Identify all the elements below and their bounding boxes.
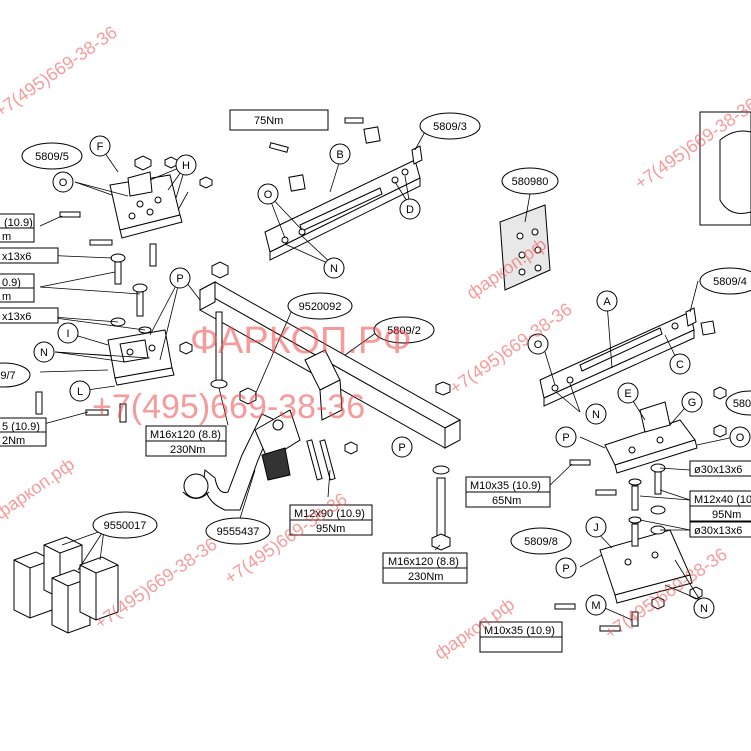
center-m16-torque-text: 230Nm (170, 444, 205, 456)
callout-b: B (336, 149, 343, 161)
callout-h: H (182, 160, 190, 172)
callout-o-right: O (534, 339, 543, 351)
right-m12-torque-text: 95Nm (712, 509, 741, 521)
callout-a: A (603, 296, 611, 308)
callout-o-far-right: O (736, 432, 745, 444)
callout-m: M (591, 600, 600, 612)
left-m10-b-torque-text: 2Nm (2, 435, 25, 447)
callout-d: D (406, 204, 414, 216)
callout-p-right: P (562, 432, 569, 444)
callout-j: J (593, 522, 599, 534)
callout-i: I (66, 328, 69, 340)
right-washer-1-text: ø30x13x6 (694, 464, 742, 476)
watermark-phone: +7(495)669-38-36 (92, 388, 365, 426)
bracket-5809-3 (264, 117, 423, 261)
part-number-labels: 5809/5 5809/3 580980 5809/4 9520092 5809… (0, 112, 751, 555)
part-5809-2: 5809/2 (387, 325, 421, 337)
part-5809-6: 580 (733, 398, 751, 410)
tow-ball-9555437 (182, 387, 301, 511)
left-m12-torque-text: m (2, 291, 11, 303)
top-torque-label: 75Nm (229, 109, 329, 131)
part-5809-8: 5809/8 (524, 536, 558, 548)
part-580980: 580980 (512, 176, 549, 188)
right-m16-torque-text: 230Nm (408, 571, 443, 583)
letter-callouts: F H O P I N L B O D N P A O C E N G (33, 135, 751, 619)
left-bracket-lower (107, 329, 193, 386)
center-spec-boxes: M16x120 (8.8) 230Nm M12x90 (10.9) 95Nm M… (145, 425, 468, 584)
center-m16-bolt-text: M16x120 (8.8) (150, 429, 221, 441)
callout-o-top: O (264, 189, 273, 201)
top-torque-text: 75Nm (254, 115, 283, 127)
part-5809-7: 9/7 (0, 370, 15, 382)
left-washer-1-text: x13x6 (2, 251, 31, 263)
right-fasteners (554, 386, 727, 632)
left-spec-boxes: (10.9) m x13x6 0.9) m x13x6 5 (10.9) 2Nm (0, 213, 59, 447)
callout-c: C (676, 359, 684, 371)
left-m10-torque-text: m (2, 231, 11, 243)
callout-g: G (688, 397, 697, 409)
right-m10-bolt-text: M10x35 (10.9) (470, 480, 541, 492)
part-9520092: 9520092 (299, 301, 342, 313)
watermark-brand: ФАРКОП.РФ (190, 320, 412, 362)
left-fasteners (35, 211, 157, 423)
left-m12-bolt-text: 0.9) (2, 277, 21, 289)
callout-p-left: P (176, 273, 183, 285)
bottom-m10-bolt-text: M10x35 (10.9) (484, 625, 555, 637)
right-m12-bolt-text: M12x40 (10.9) (694, 494, 751, 506)
center-fasteners (210, 261, 451, 551)
bracket-5809-4 (539, 307, 716, 407)
left-washer-2-text: x13x6 (2, 311, 31, 323)
right-m16-bolt-text: M16x120 (8.8) (388, 556, 459, 568)
callout-n-top: N (330, 263, 338, 275)
part-5809-4: 5809/4 (713, 276, 747, 288)
part-5809-5: 5809/5 (35, 151, 69, 163)
callout-p-center: P (398, 442, 405, 454)
right-bracket-upper-plate (604, 401, 698, 474)
callout-e: E (624, 388, 631, 400)
right-bracket-lower-plate (599, 529, 703, 604)
part-9550017: 9550017 (104, 520, 147, 532)
center-leaders (182, 277, 441, 551)
right-washer-2-text: ø30x13x6 (694, 525, 742, 537)
right-spec-boxes: M10x35 (10.9) 65Nm ø30x13x6 M12x40 (10.9… (465, 460, 751, 653)
center-m12-bolt-text: M12x90 (10.9) (294, 508, 365, 520)
callout-p-lower-right: P (562, 563, 569, 575)
left-bracket-upper (109, 155, 213, 239)
callout-l: L (77, 386, 83, 398)
center-m12-torque-text: 95Nm (316, 523, 345, 535)
callout-n-right: N (592, 409, 600, 421)
part-9555437: 9555437 (217, 526, 260, 538)
detail-inset (699, 111, 751, 226)
callout-n-lower-right: N (700, 603, 708, 615)
main-crossbar-5809-2 (198, 281, 462, 449)
part-580980-plate (499, 193, 551, 291)
left-m10-b-bolt-text: 5 (10.9) (2, 421, 40, 433)
callout-o-left: O (59, 177, 68, 189)
right-m10-torque-text: 65Nm (492, 495, 521, 507)
packaging-boxes-9550017 (13, 536, 119, 634)
callout-n-left: N (40, 347, 48, 359)
callout-f: F (97, 141, 104, 153)
part-5809-3: 5809/3 (433, 121, 467, 133)
left-m10-bolt-text: (10.9) (4, 217, 33, 229)
